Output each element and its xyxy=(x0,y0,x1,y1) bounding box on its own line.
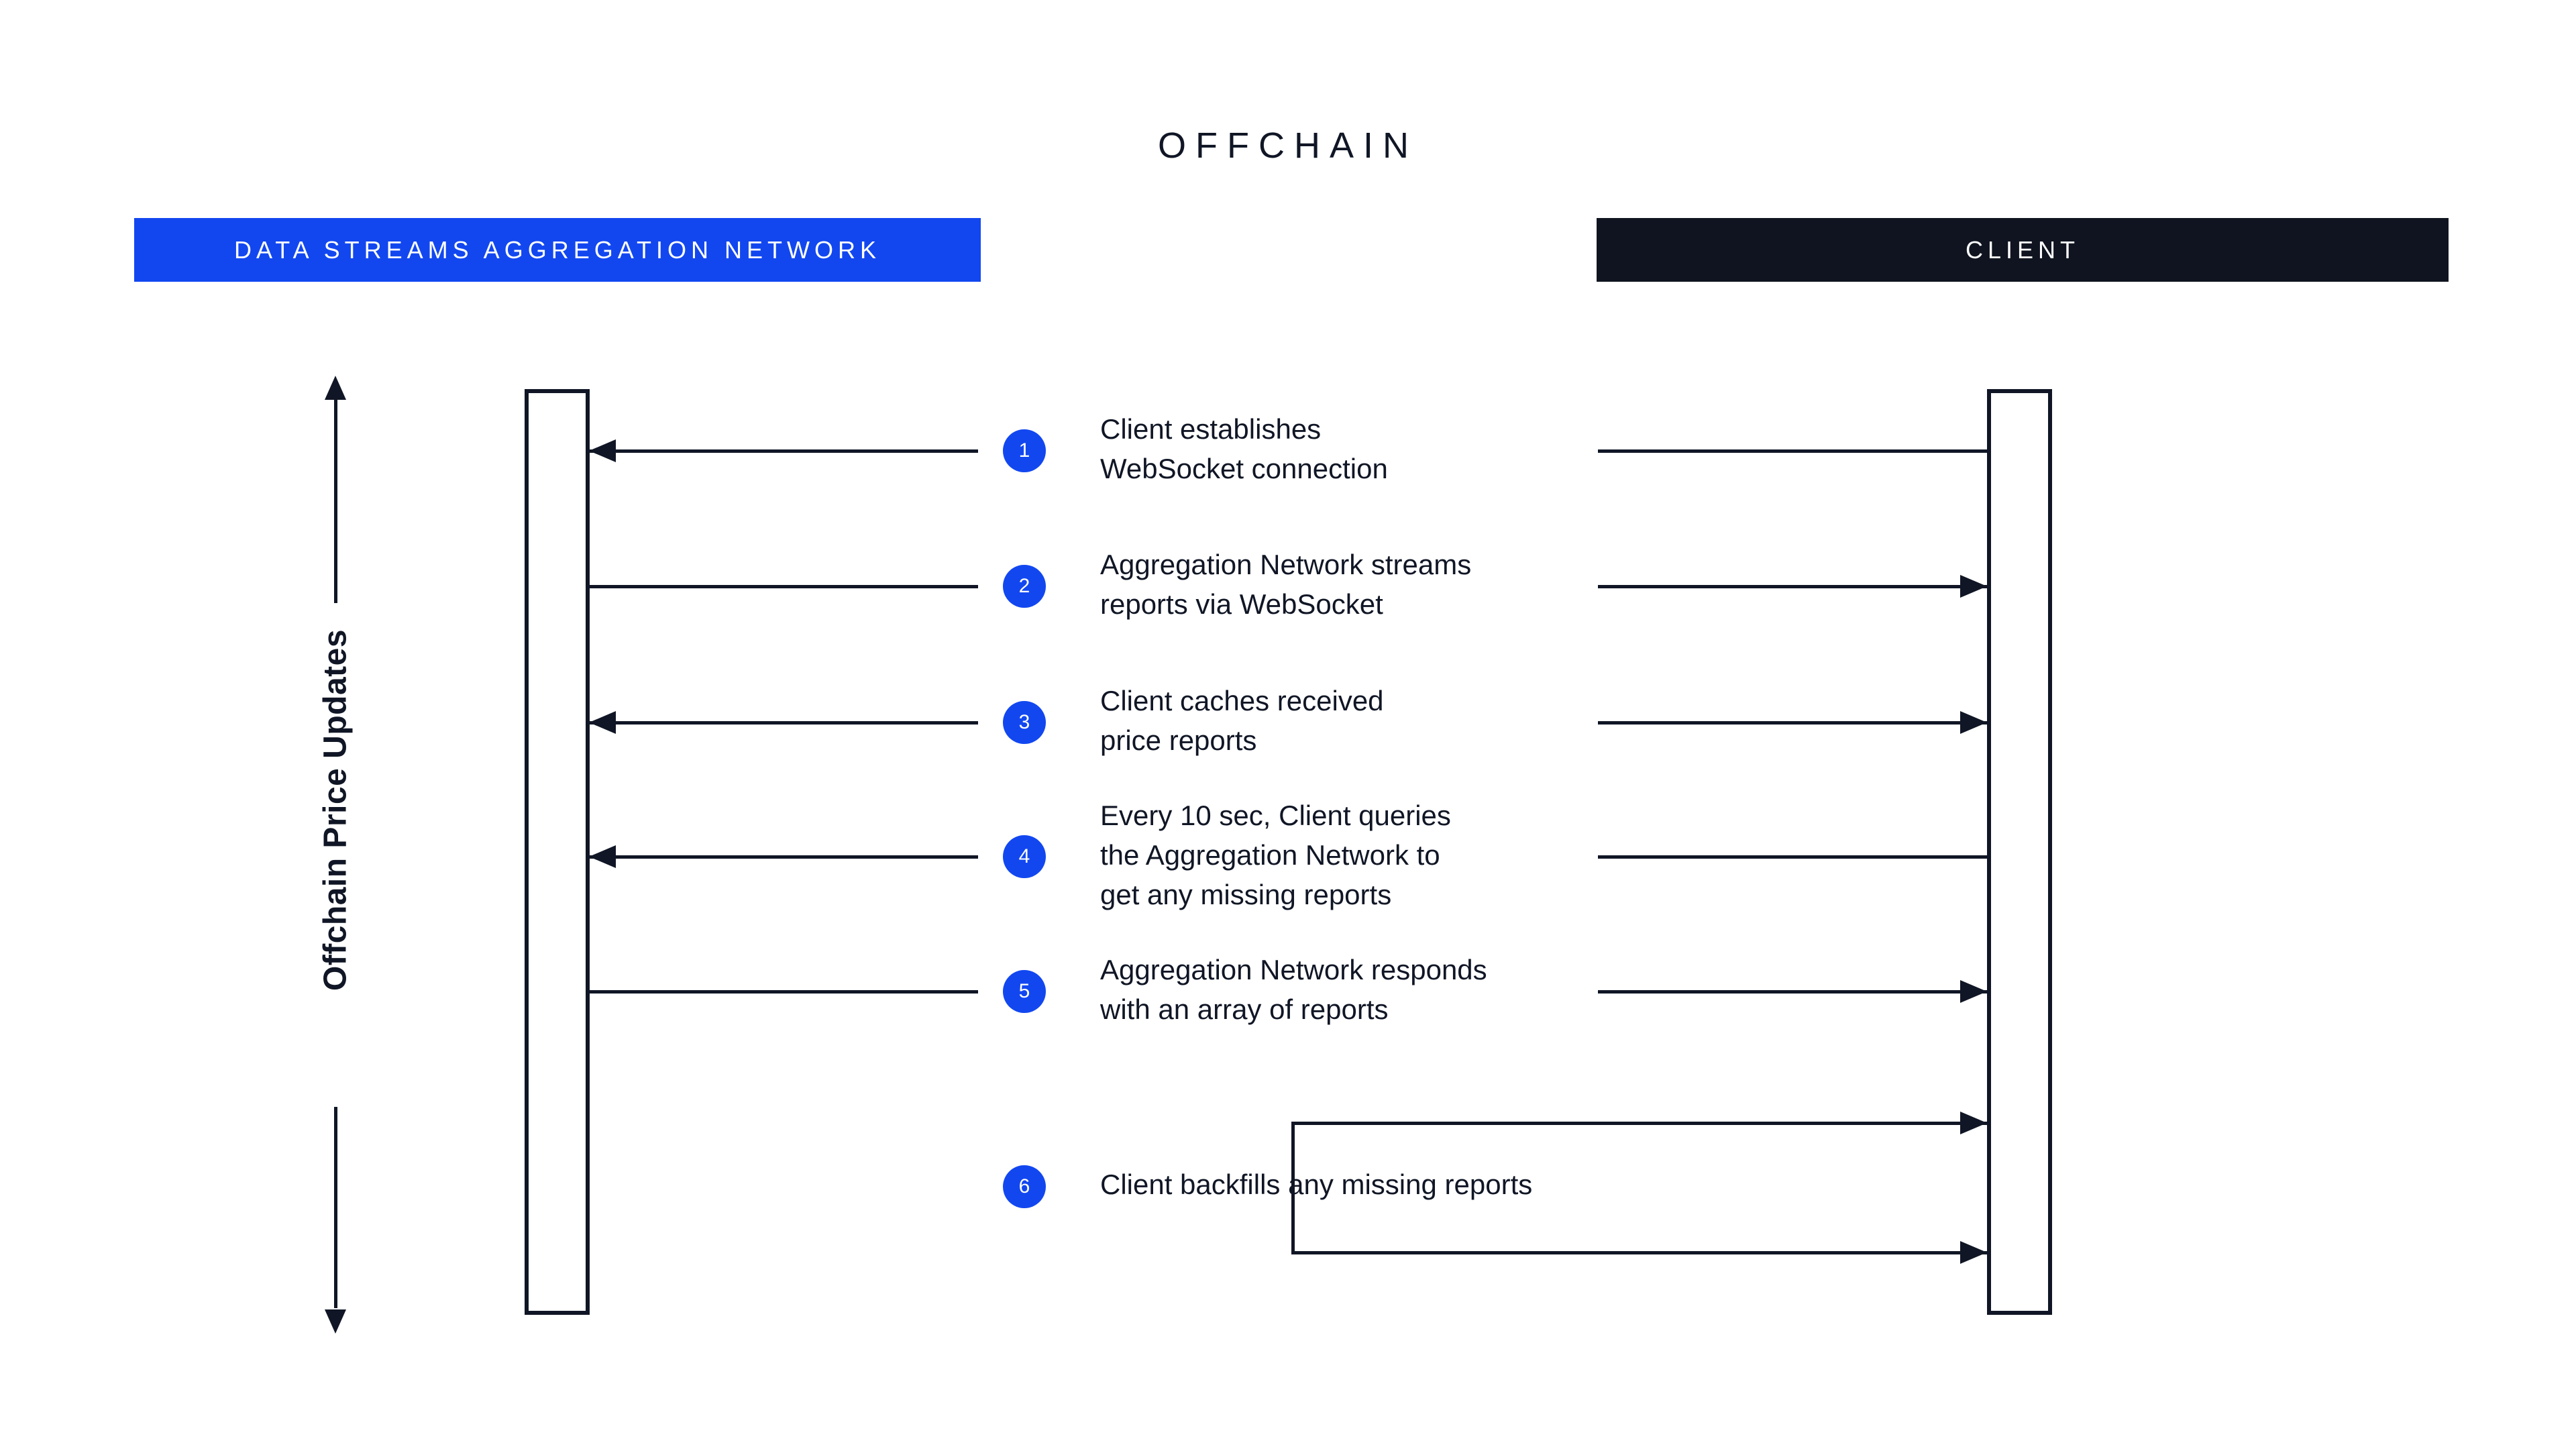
self-loop-bottom-line xyxy=(1291,1251,1987,1254)
arrow-right-icon-6-bottom xyxy=(1960,1241,1987,1264)
step-text-2: Aggregation Network streams reports via … xyxy=(1100,549,1472,620)
arrow-down-icon xyxy=(325,1309,346,1334)
message-line-right-4 xyxy=(1598,855,1987,859)
arrow-right-icon-5 xyxy=(1960,980,1987,1003)
arrow-left-icon-4 xyxy=(589,845,616,868)
axis-line-top xyxy=(334,398,337,603)
step-badge-5: 5 xyxy=(1003,970,1046,1013)
step-text-5: Aggregation Network responds with an arr… xyxy=(1100,954,1487,1025)
message-line-left-2 xyxy=(589,585,978,588)
arrow-right-icon-6-top xyxy=(1960,1112,1987,1134)
message-line-left-3 xyxy=(589,721,978,724)
message-line-right-3 xyxy=(1598,721,1987,724)
message-line-left-5 xyxy=(589,990,978,994)
lane-header-client: CLIENT xyxy=(1597,218,2449,282)
lane-header-aggregation-network: DATA STREAMS AGGREGATION NETWORK xyxy=(134,218,981,282)
lifeline-aggregation-network xyxy=(525,389,590,1315)
step-badge-1: 1 xyxy=(1003,429,1046,472)
step-badge-3: 3 xyxy=(1003,701,1046,744)
lane-header-aggregation-network-label: DATA STREAMS AGGREGATION NETWORK xyxy=(233,235,881,264)
step-badge-4: 4 xyxy=(1003,835,1046,878)
step-badge-2: 2 xyxy=(1003,565,1046,608)
arrow-left-icon-3 xyxy=(589,711,616,734)
step-text-4: Every 10 sec, Client queries the Aggrega… xyxy=(1100,800,1451,910)
self-loop-vertical-line xyxy=(1291,1122,1295,1254)
message-line-left-4 xyxy=(589,855,978,859)
lifeline-client xyxy=(1987,389,2052,1315)
message-line-right-1 xyxy=(1598,449,1987,453)
message-line-right-5 xyxy=(1598,990,1987,994)
arrow-left-icon-1 xyxy=(589,439,616,462)
step-text-6: Client backfills any missing reports xyxy=(1100,1169,1533,1200)
step-text-3: Client caches received price reports xyxy=(1100,685,1384,756)
offchain-price-updates-axis: Offchain Price Updates xyxy=(305,376,366,1335)
arrow-right-icon-2 xyxy=(1960,575,1987,598)
message-line-left-1 xyxy=(589,449,978,453)
page-title: OFFCHAIN xyxy=(1158,125,1418,166)
arrow-right-icon-3 xyxy=(1960,711,1987,734)
axis-line-bottom xyxy=(334,1107,337,1308)
self-loop-top-line xyxy=(1291,1122,1987,1125)
axis-label: Offchain Price Updates xyxy=(317,629,354,991)
arrow-up-icon xyxy=(325,376,346,400)
step-badge-6: 6 xyxy=(1003,1165,1046,1208)
message-line-right-2 xyxy=(1598,585,1987,588)
step-text-1: Client establishes WebSocket connection xyxy=(1100,413,1388,484)
lane-header-client-label: CLIENT xyxy=(1965,235,2080,264)
